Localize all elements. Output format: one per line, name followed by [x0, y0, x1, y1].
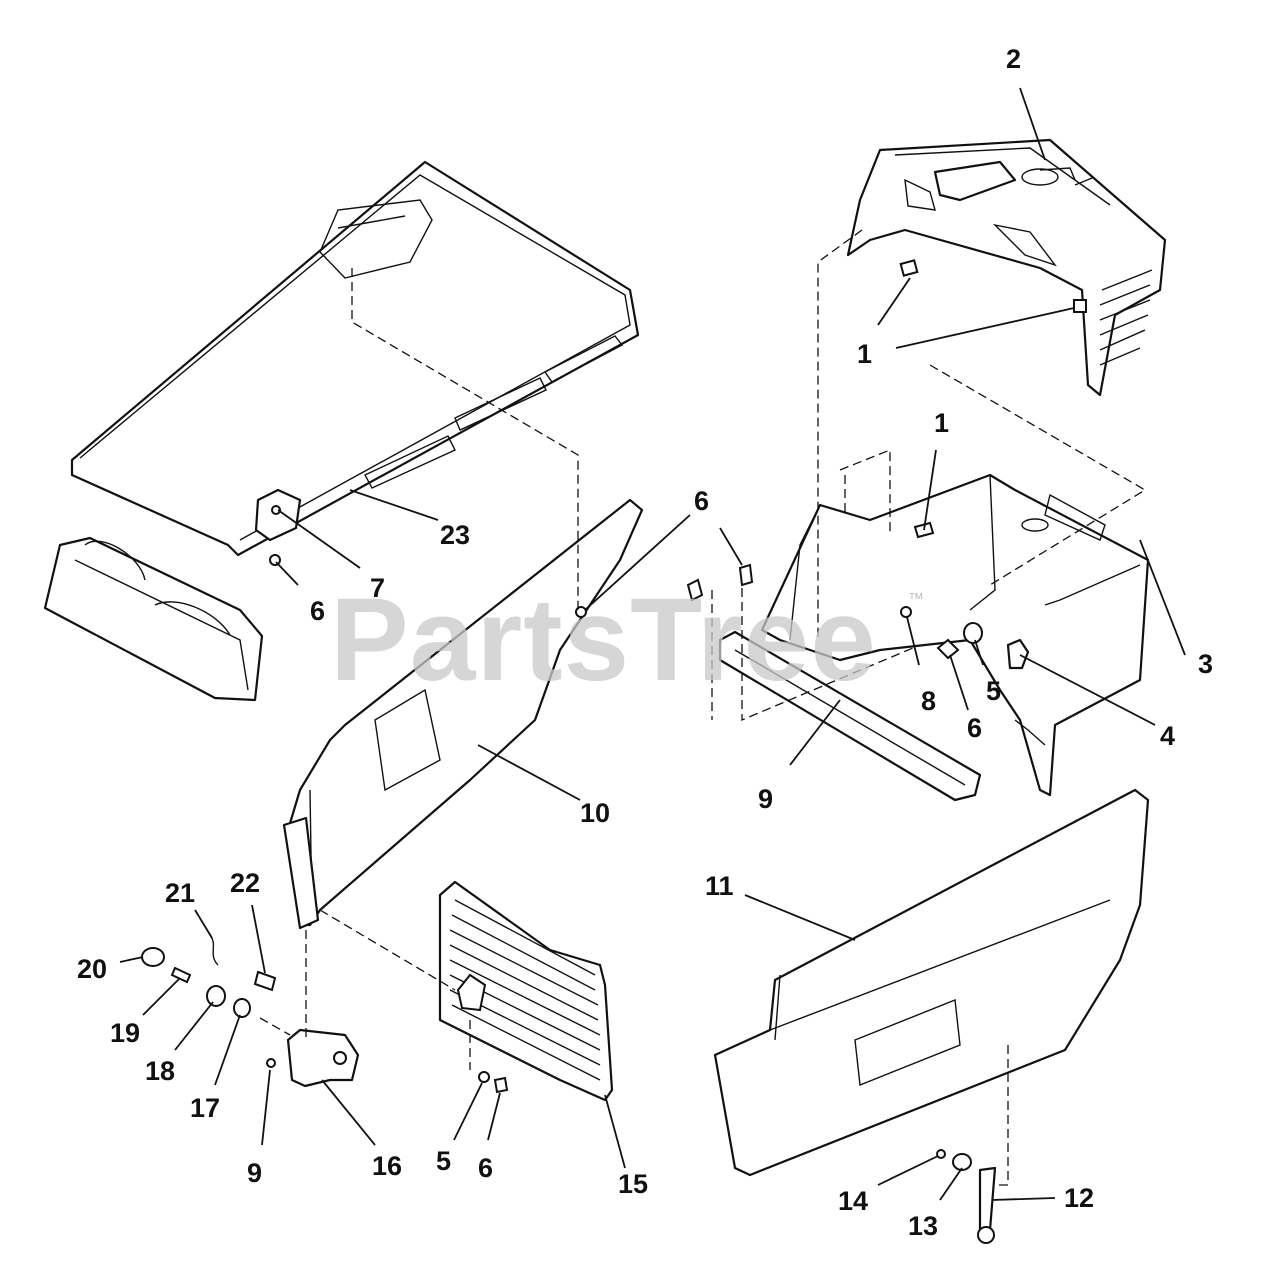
callout-6: 6: [694, 486, 709, 516]
assembly-lines: [259, 229, 1147, 1186]
callout-5: 5: [436, 1146, 451, 1176]
callout-21: 21: [165, 878, 195, 908]
leader-lines: [119, 87, 1186, 1201]
grille: [438, 880, 614, 1102]
left-side-panel: [282, 498, 644, 930]
callout-7: 7: [370, 573, 385, 603]
callout-15: 15: [618, 1169, 648, 1199]
callout-20: 20: [77, 954, 107, 984]
bracket-12: [977, 1166, 997, 1244]
watermark-text: PartsTree: [330, 574, 877, 706]
callout-14: 14: [838, 1186, 868, 1216]
callout-1: 1: [934, 408, 949, 438]
dash-panel: [846, 138, 1167, 397]
support-rail: [718, 630, 982, 802]
callout-22: 22: [230, 868, 260, 898]
headlight-lens: [43, 536, 264, 702]
callout-4: 4: [1160, 721, 1175, 751]
callout-6: 6: [967, 713, 982, 743]
callouts: 2 1 1 23 7 6 6 6 3 5 8 4 9 10 11 21 22 2…: [77, 44, 1213, 1241]
callout-10: 10: [580, 798, 610, 828]
callout-18: 18: [145, 1056, 175, 1086]
callout-13: 13: [908, 1211, 938, 1241]
callout-9: 9: [758, 784, 773, 814]
hood: [70, 160, 640, 557]
callout-23: 23: [440, 520, 470, 550]
watermark: PartsTree ™: [330, 574, 924, 706]
callout-12: 12: [1064, 1183, 1094, 1213]
callout-11: 11: [705, 871, 734, 901]
hinge-bracket: [286, 1028, 360, 1088]
callout-17: 17: [190, 1093, 220, 1123]
callout-8: 8: [921, 686, 936, 716]
watermark-trademark: ™: [908, 591, 924, 608]
callout-3: 3: [1198, 649, 1213, 679]
hardware: [141, 259, 1087, 1171]
right-side-panel: [713, 788, 1150, 1177]
callout-19: 19: [110, 1018, 140, 1048]
callout-2: 2: [1006, 44, 1021, 74]
callout-16: 16: [372, 1151, 402, 1181]
callout-6: 6: [478, 1153, 493, 1183]
callout-6: 6: [310, 596, 325, 626]
callout-1: 1: [857, 339, 872, 369]
callout-9: 9: [247, 1158, 262, 1188]
callout-5: 5: [986, 676, 1001, 706]
